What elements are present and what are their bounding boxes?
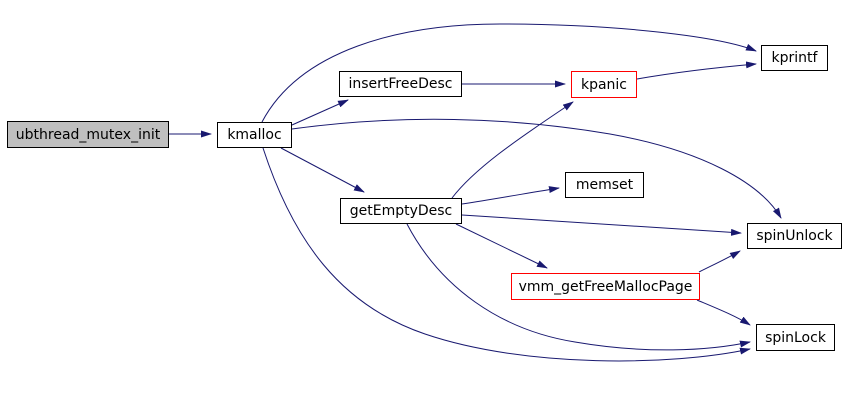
node-kprintf[interactable]: kprintf (761, 45, 828, 71)
node-memset[interactable]: memset (565, 172, 644, 198)
edge-kpanic-to-kprintf (636, 61, 757, 80)
edge-getEmptyDesc-to-memset (461, 186, 560, 205)
edge-vmm_getFreeMallocPage-to-spinUnlock (698, 250, 741, 273)
node-spinUnlock[interactable]: spinUnlock (747, 223, 842, 249)
node-ubthread_mutex_init: ubthread_mutex_init (7, 121, 169, 148)
node-kpanic[interactable]: kpanic (571, 71, 637, 98)
node-insertFreeDesc[interactable]: insertFreeDesc (339, 71, 462, 97)
node-kmalloc[interactable]: kmalloc (217, 122, 292, 148)
edge-getEmptyDesc-to-spinUnlock (461, 214, 742, 236)
edge-kmalloc-to-kprintf (261, 23, 757, 123)
edge-kmalloc-to-getEmptyDesc (280, 147, 365, 193)
edge-getEmptyDesc-to-spinLock (406, 223, 751, 351)
edge-kmalloc-to-insertFreeDesc (291, 99, 349, 126)
edge-getEmptyDesc-to-vmm_getFreeMallocPage (455, 223, 548, 269)
node-spinLock[interactable]: spinLock (756, 324, 835, 351)
edge-getEmptyDesc-to-kpanic (451, 101, 574, 199)
edge-kmalloc-to-spinUnlock (291, 118, 782, 219)
node-vmm_getFreeMallocPage[interactable]: vmm_getFreeMallocPage (511, 273, 700, 300)
node-getEmptyDesc[interactable]: getEmptyDesc (340, 198, 462, 224)
edge-vmm_getFreeMallocPage-to-spinLock (696, 299, 751, 326)
edge-kmalloc-to-spinLock (262, 147, 751, 362)
